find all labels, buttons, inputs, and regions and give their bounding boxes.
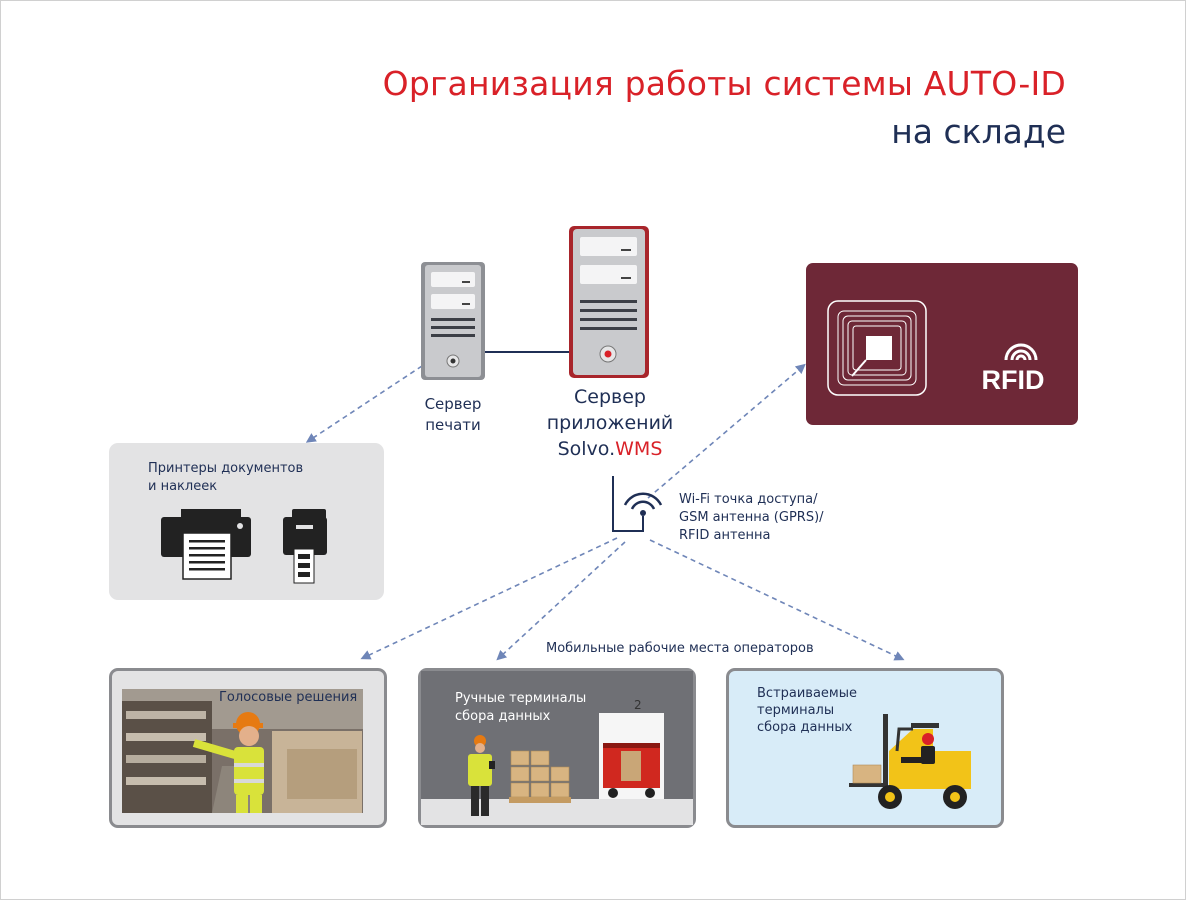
arrow-handheld (496, 541, 626, 661)
mobile-workplaces-caption: Мобильные рабочие места операторов (546, 641, 814, 656)
rfid-chip-icon (827, 300, 927, 396)
arrow-rfid (647, 363, 806, 499)
handheld-label-line1: Ручные терминалы (455, 691, 587, 706)
app-server-label: Сервер приложений Solvo.WMS (530, 384, 690, 462)
printers-panel: Принтеры документов и наклеек (109, 443, 384, 600)
antenna-label-line2: GSM антенна (GPRS)/ (679, 510, 824, 525)
vehicle-terminals-panel: Встраиваемые терминалы сбора данных (726, 668, 1004, 828)
solvo-wms-logo: Solvo.WMS (530, 436, 690, 462)
forklift-icon (849, 714, 971, 809)
rfid-card: RFID (806, 263, 1078, 425)
print-server-label-line1: Сервер (424, 395, 482, 413)
rfid-wireless-icon (1004, 343, 1038, 361)
antenna-label-line3: RFID антенна (679, 528, 771, 543)
handheld-label-line2: сбора данных (455, 709, 551, 724)
printers-label-line2: и наклеек (148, 479, 218, 494)
arrow-printers (305, 365, 423, 443)
arrow-voice (360, 537, 618, 660)
brand-suffix: WMS (615, 438, 663, 460)
app-server-label-line1: Сервер (574, 386, 646, 408)
print-server-label-line2: печати (425, 416, 481, 434)
handheld-terminals-panel: 2 Ручные терминалы сбора данных (418, 668, 696, 828)
antenna-label: Wi-Fi точка доступа/ GSM антенна (GPRS)/… (679, 491, 824, 545)
vehicle-label-line2: терминалы (757, 703, 835, 718)
warehouse-voice-picture (122, 689, 363, 813)
page-subtitle: на складе (891, 112, 1066, 151)
vehicle-label-line3: сбора данных (757, 720, 853, 735)
document-printer-icon (161, 509, 251, 580)
label-printer-icon (283, 509, 327, 584)
page-title: Организация работы системы AUTO-ID (382, 64, 1066, 103)
printers-label-line1: Принтеры документов (148, 461, 304, 476)
handheld-scene-picture (421, 671, 693, 825)
vehicle-label-line1: Встраиваемые (757, 686, 858, 701)
printers-panel-label: Принтеры документов и наклеек (148, 460, 303, 496)
antenna-link-line (612, 476, 643, 532)
dock-number: 2 (634, 698, 642, 712)
vehicle-terminals-label: Встраиваемые терминалы сбора данных (757, 685, 857, 736)
rfid-label: RFID (981, 365, 1045, 395)
brand-prefix: Solvo. (557, 438, 616, 460)
voice-solutions-panel: Голосовые решения (109, 668, 387, 828)
app-server-label-line2: приложений (546, 412, 674, 434)
voice-solutions-label: Голосовые решения (219, 690, 358, 705)
antenna-label-line1: Wi-Fi точка доступа/ (679, 492, 818, 507)
arrow-vehicle (649, 539, 905, 661)
handheld-terminals-label: Ручные терминалы сбора данных (455, 690, 586, 726)
print-server-label: Сервер печати (405, 394, 501, 436)
